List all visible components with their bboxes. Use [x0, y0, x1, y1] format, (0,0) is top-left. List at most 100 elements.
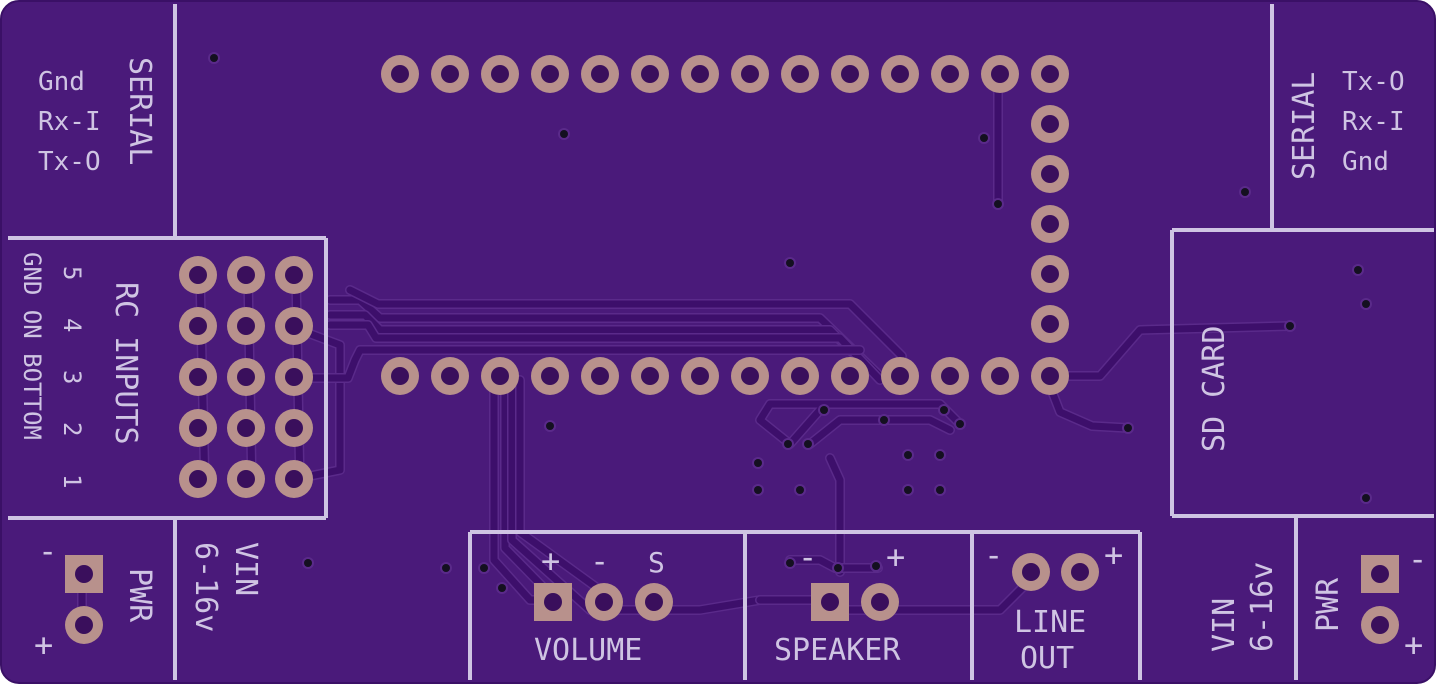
drill-hole	[641, 65, 659, 83]
volume-pin-minus: -	[590, 542, 609, 580]
via-hole	[1362, 494, 1370, 502]
drill-hole	[541, 367, 559, 385]
sd-card-title: SD CARD	[1197, 326, 1232, 452]
serial-left-pin-gnd: Gnd	[38, 67, 85, 97]
drill-hole	[991, 367, 1009, 385]
via-hole	[498, 584, 506, 592]
via-hole	[980, 134, 988, 142]
drill-hole	[891, 367, 909, 385]
drill-hole	[237, 266, 255, 284]
drill-hole	[1371, 565, 1389, 583]
drill-hole	[941, 367, 959, 385]
drill-hole	[491, 65, 509, 83]
drill-hole	[891, 65, 909, 83]
drill-hole	[645, 593, 663, 611]
drill-hole	[821, 593, 839, 611]
volume-pin-s: S	[648, 546, 665, 579]
drill-hole	[285, 419, 303, 437]
serial-right-pin-tx: Tx-O	[1342, 67, 1405, 97]
drill-hole	[391, 367, 409, 385]
serial-right-title: SERIAL	[1287, 72, 1322, 180]
drill-hole	[791, 65, 809, 83]
drill-hole	[391, 65, 409, 83]
trace	[501, 376, 550, 594]
drill-hole	[237, 470, 255, 488]
via-hole	[754, 486, 762, 494]
drill-hole	[441, 367, 459, 385]
drill-hole	[491, 367, 509, 385]
vin-left-1: VIN	[228, 542, 263, 596]
via-hole	[442, 564, 450, 572]
via-hole	[904, 486, 912, 494]
rc-number-1: 1	[58, 474, 86, 488]
via-hole	[1286, 322, 1294, 330]
drill-hole	[591, 367, 609, 385]
drill-hole	[189, 368, 207, 386]
pwr-right-minus: -	[1408, 540, 1427, 578]
drill-hole	[1041, 165, 1059, 183]
speaker-pin-plus: +	[886, 538, 905, 576]
drill-hole	[285, 266, 303, 284]
lineout-title-1: LINE	[1014, 605, 1086, 640]
via-hole	[956, 420, 964, 428]
drill-hole	[1041, 265, 1059, 283]
via-hole	[796, 486, 804, 494]
serial-left-pin-rx: Rx-I	[38, 107, 101, 137]
trace	[296, 326, 344, 482]
lineout-title-2: OUT	[1020, 641, 1074, 676]
speaker-pin-minus: -	[798, 538, 817, 576]
vin-left-2: 6-16v	[188, 542, 223, 632]
rc-number-5: 5	[58, 266, 86, 280]
through-hole-pads	[65, 55, 1399, 644]
drill-hole	[285, 368, 303, 386]
trace	[1042, 322, 1294, 380]
silkscreen-outlines	[8, 4, 1434, 680]
rc-number-3: 3	[58, 370, 86, 384]
serial-right-pin-gnd: Gnd	[1342, 147, 1389, 177]
via-hole	[904, 451, 912, 459]
via-hole	[784, 440, 792, 448]
drill-hole	[1071, 563, 1089, 581]
trace	[826, 454, 844, 576]
drill-hole	[791, 367, 809, 385]
via-hole	[994, 200, 1002, 208]
drill-hole	[1041, 367, 1059, 385]
drill-hole	[75, 565, 93, 583]
via-hole	[1362, 300, 1370, 308]
serial-right-pin-rx: Rx-I	[1342, 107, 1405, 137]
drill-hole	[691, 367, 709, 385]
drill-hole	[1041, 215, 1059, 233]
via-hole	[936, 451, 944, 459]
pwr-left-label: PWR	[122, 568, 157, 623]
via-hole	[936, 486, 944, 494]
drill-hole	[1041, 65, 1059, 83]
drill-hole	[285, 470, 303, 488]
via-hole	[560, 130, 568, 138]
via-hole	[210, 54, 218, 62]
drill-hole	[189, 419, 207, 437]
via-hole	[304, 559, 312, 567]
pwr-left-plus: +	[34, 626, 53, 664]
vin-right-2: 6-16v	[1245, 562, 1280, 652]
drill-hole	[237, 368, 255, 386]
via-hole	[786, 559, 794, 567]
drill-hole	[237, 317, 255, 335]
drill-hole	[595, 593, 613, 611]
drill-hole	[741, 367, 759, 385]
volume-pin-plus: +	[541, 542, 560, 580]
lineout-pin-plus: +	[1104, 536, 1123, 574]
drill-hole	[544, 593, 562, 611]
via-hole	[804, 440, 812, 448]
via-hole	[1354, 266, 1362, 274]
rc-gnd-on-bottom: GND ON BOTTOM	[18, 252, 46, 440]
drill-hole	[641, 367, 659, 385]
drill-hole	[941, 65, 959, 83]
rc-number-4: 4	[58, 318, 86, 332]
drill-hole	[237, 419, 255, 437]
drill-hole	[1041, 315, 1059, 333]
trace	[786, 556, 882, 572]
trace	[346, 286, 906, 360]
drill-hole	[441, 65, 459, 83]
drill-hole	[691, 65, 709, 83]
drill-hole	[871, 593, 889, 611]
